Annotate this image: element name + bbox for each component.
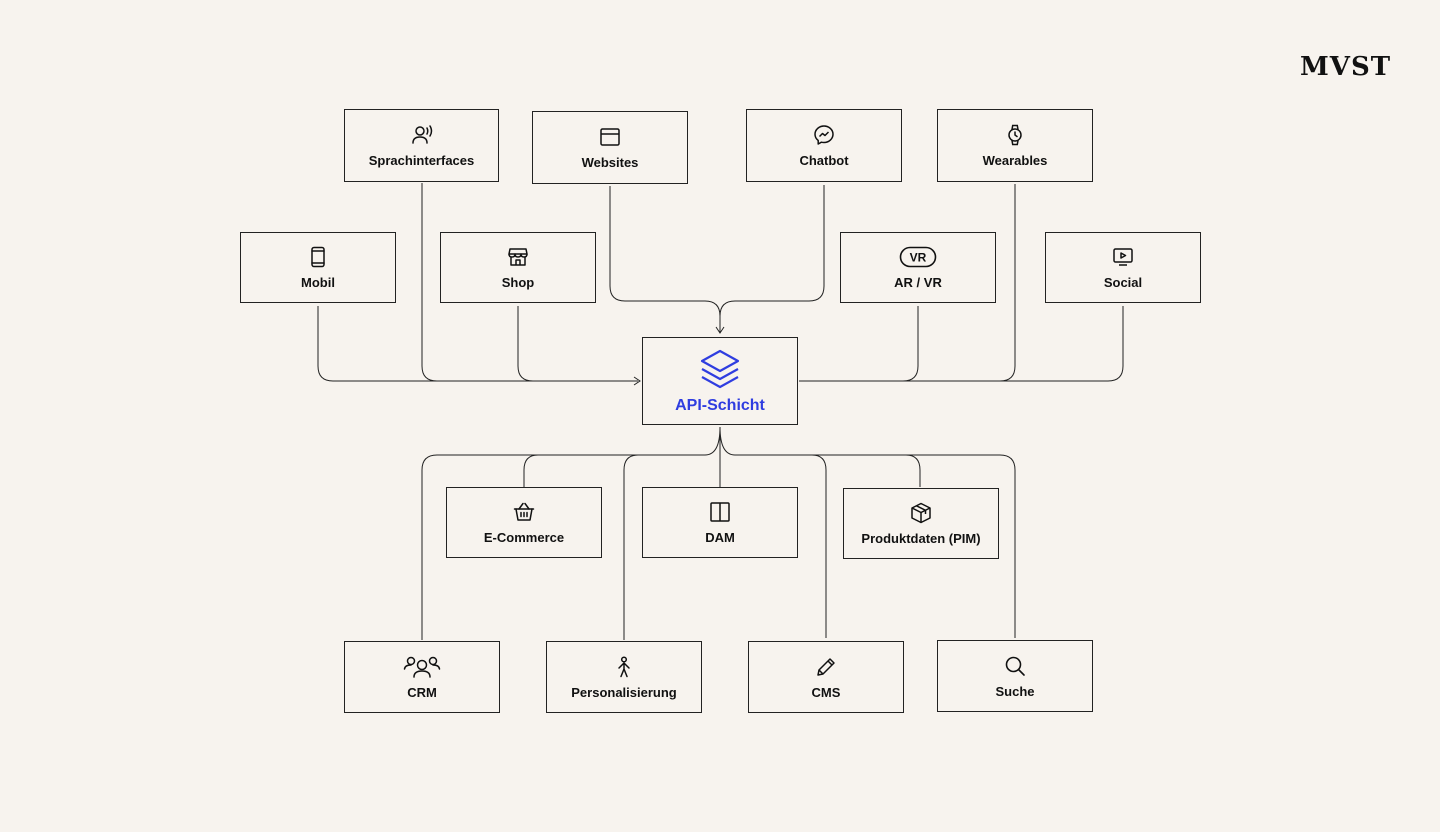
smartphone-icon: [306, 245, 330, 269]
shop-node: Shop: [440, 232, 596, 303]
pim-node: Produktdaten (PIM): [843, 488, 999, 559]
mobil-label: Mobil: [301, 275, 335, 290]
mvst-logo: MVST: [1300, 52, 1392, 82]
wearables-label: Wearables: [982, 153, 1048, 168]
api-schicht-node: API-Schicht: [642, 337, 798, 425]
personalisierung-node: Personalisierung: [546, 641, 702, 713]
cms-node: CMS: [748, 641, 904, 713]
sprachinterfaces-label: Sprachinterfaces: [368, 153, 475, 168]
personalisierung-label: Personalisierung: [571, 684, 677, 700]
basket-icon: [512, 500, 536, 524]
columns-icon: [708, 500, 732, 524]
websites-node: Websites: [532, 111, 688, 184]
vr-icon: VR: [899, 245, 937, 269]
e-commerce-label: E-Commerce: [483, 530, 565, 545]
mobil-node: Mobil: [240, 232, 396, 303]
shop-label: Shop: [501, 275, 535, 290]
ar-vr-node: VR AR / VR: [840, 232, 996, 303]
cms-label: CMS: [811, 684, 841, 700]
e-commerce-node: E-Commerce: [446, 487, 602, 558]
social-label: Social: [1103, 275, 1143, 290]
wearables-node: Wearables: [937, 109, 1093, 182]
users-icon: [403, 655, 441, 679]
crm-label: CRM: [407, 684, 437, 700]
person-icon: [612, 655, 636, 679]
storefront-icon: [506, 245, 530, 269]
ar-vr-label: AR / VR: [894, 275, 942, 290]
dam-label: DAM: [705, 530, 735, 545]
dam-node: DAM: [642, 487, 798, 558]
package-icon: [909, 501, 933, 525]
sprachinterfaces-node: Sprachinterfaces: [344, 109, 499, 182]
chatbot-label: Chatbot: [799, 153, 849, 168]
social-node: Social: [1045, 232, 1201, 303]
api-schicht-label: API-Schicht: [675, 397, 765, 414]
pencil-icon: [814, 655, 838, 679]
websites-label: Websites: [581, 155, 639, 170]
browser-window-icon: [598, 125, 622, 149]
suche-label: Suche: [995, 683, 1035, 699]
svg-text:VR: VR: [910, 251, 927, 265]
search-icon: [1003, 654, 1027, 678]
watch-icon: [1003, 123, 1027, 147]
layers-icon: [698, 347, 742, 391]
chatbot-node: Chatbot: [746, 109, 902, 182]
video-screen-icon: [1111, 245, 1135, 269]
crm-node: CRM: [344, 641, 500, 713]
suche-node: Suche: [937, 640, 1093, 712]
voice-user-icon: [410, 123, 434, 147]
messenger-icon: [812, 123, 836, 147]
pim-label: Produktdaten (PIM): [861, 531, 981, 546]
